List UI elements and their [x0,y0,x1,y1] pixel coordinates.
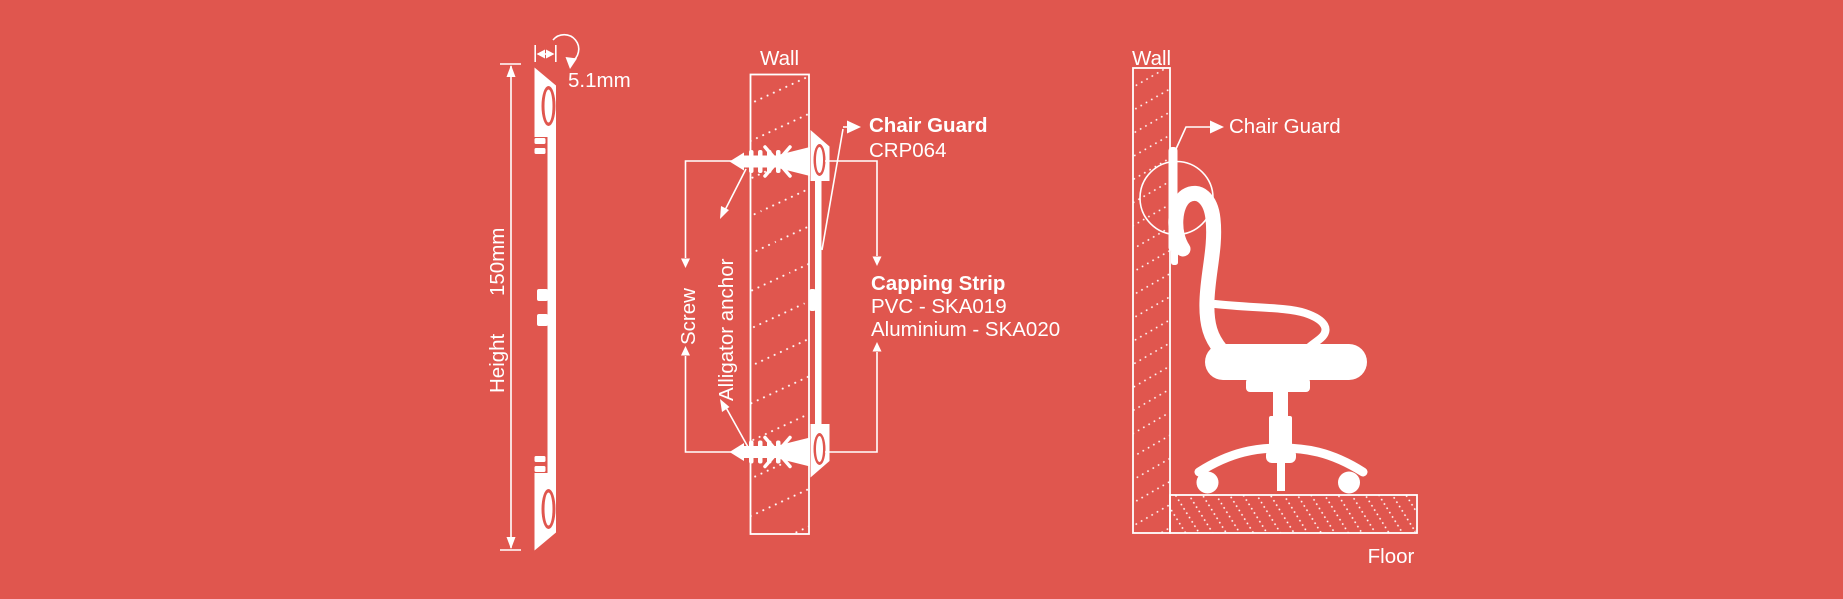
chair-guard-code: CRP064 [869,139,947,162]
chair-caster-right [1338,471,1360,494]
chair-guard-leader [821,120,861,251]
curved-leader-arrow [552,33,580,69]
screw-bottom [727,435,812,469]
wall-label: Wall [760,47,799,70]
capping-strip-title: Capping Strip [871,272,1005,295]
floor-label: Floor [1368,545,1415,568]
capping-strip-aluminium: Aluminium - SKA020 [871,318,1060,341]
screw-label: Screw [677,288,700,345]
chair-guard-title: Chair Guard [869,114,987,137]
chair-guard-label: Chair Guard [1229,115,1341,138]
chair-armrest [1211,300,1330,361]
screw-top [727,145,812,178]
wall-label: Wall [1132,47,1171,70]
screw-callout [681,160,733,453]
chair-guard-leader [1175,120,1224,150]
height-dimension-value: 150mm [486,228,509,296]
width-dimension-text: 5.1mm [568,69,631,92]
profile-view: Height 150mm 5.1mm [486,33,631,551]
wall-section [749,73,810,535]
anchor-leader-bottom [720,399,749,448]
capping-strip-pvc: PVC - SKA019 [871,295,1007,318]
cross-section-view: Wall Screw Alligator anchor [677,47,1060,535]
capping-strip-callout [825,160,882,453]
chair-guard-profile [809,130,830,478]
chair-base [1194,443,1368,477]
width-dimension-line [534,45,557,62]
height-dimension-line [500,63,521,551]
office-chair [1168,185,1368,494]
floor-section [1169,494,1418,534]
chair-mechanism [1246,378,1310,392]
profile-extrusion [534,67,556,551]
side-view: Wall Floor Chair G [1132,47,1418,568]
wall-section [1132,67,1171,534]
anchor-leader-top [720,168,747,219]
chair-backrest [1168,185,1229,358]
chair-gaslift-upper [1273,391,1288,418]
chair-caster-left [1196,471,1219,494]
chair-base-rear-leg [1277,461,1285,491]
height-dimension-label: Height [486,333,509,393]
chair-seat [1205,344,1367,380]
anchor-label: Alligator anchor [715,258,738,401]
chair-base-hub [1266,449,1296,463]
